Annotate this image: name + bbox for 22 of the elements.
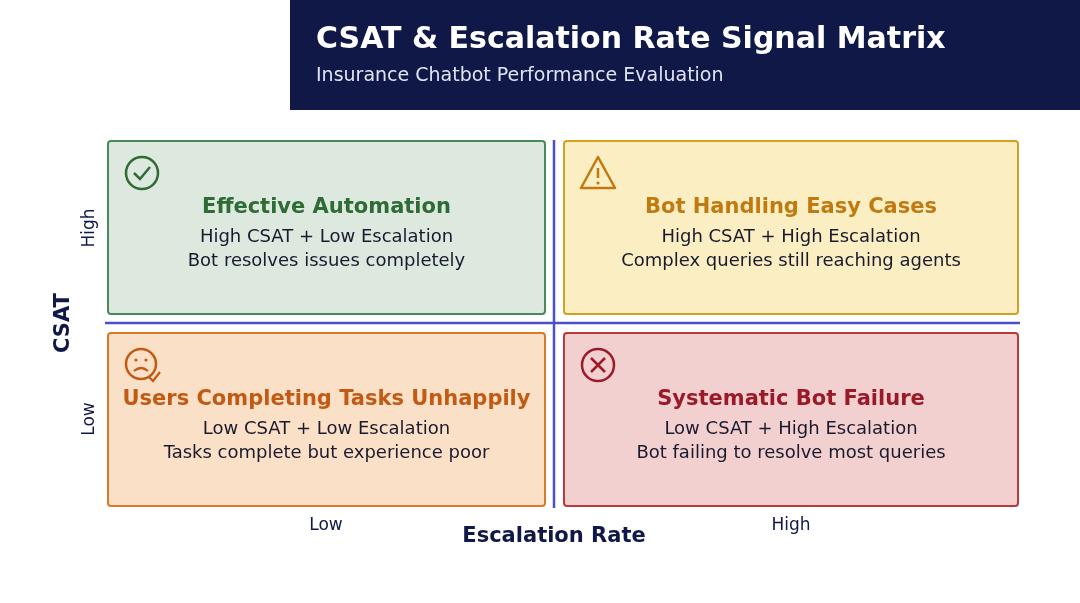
quadrant-card: [563, 332, 1019, 507]
axis-tick-label: Low: [78, 402, 98, 436]
quadrant-card: [107, 140, 546, 315]
quadrant-heading: Effective Automation: [202, 193, 451, 218]
quadrant-description: High CSAT + High Escalation: [661, 223, 921, 248]
quadrant-description: Complex queries still reaching agents: [621, 247, 961, 272]
quadrant-description: High CSAT + Low Escalation: [199, 223, 454, 248]
quadrant-description: Low CSAT + Low Escalation: [202, 415, 451, 440]
quadrant-card: [107, 332, 546, 507]
quadrant-description: Low CSAT + High Escalation: [664, 415, 918, 440]
quadrant-description: Tasks complete but experience poor: [163, 439, 490, 464]
axis-tick-label: Low: [309, 514, 343, 534]
quadrant-heading: Bot Handling Easy Cases: [644, 193, 937, 218]
quadrant-description: Bot failing to resolve most queries: [636, 439, 946, 464]
axis-title: Escalation Rate: [462, 523, 646, 547]
axis-title: CSAT: [50, 293, 74, 353]
quadrant-heading: Users Completing Tasks Unhappily: [122, 385, 531, 410]
quadrant-description: Bot resolves issues completely: [187, 247, 466, 272]
quadrant-heading: Systematic Bot Failure: [657, 385, 925, 410]
quadrant-card: [563, 140, 1019, 315]
title: CSAT & Escalation Rate Signal Matrix: [316, 20, 946, 55]
subtitle: Insurance Chatbot Performance Evaluation: [316, 63, 724, 85]
